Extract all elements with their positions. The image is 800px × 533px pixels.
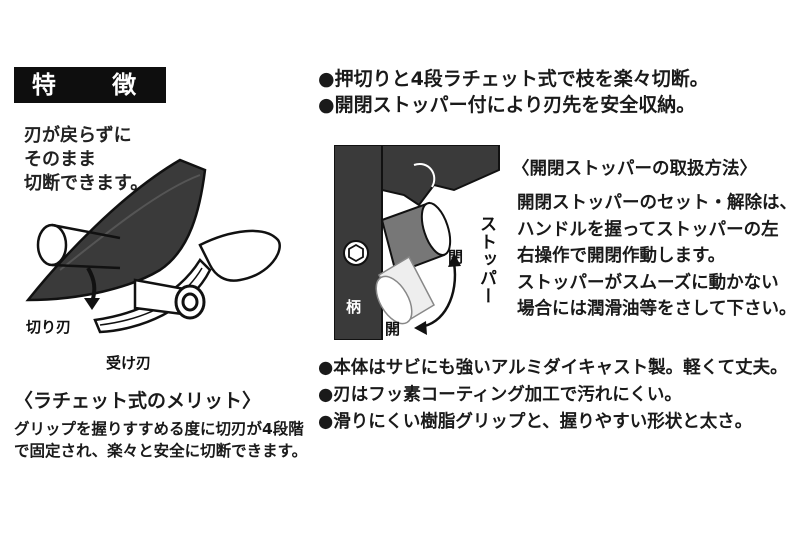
note-line: そのまま: [24, 149, 96, 170]
note-line: 切断できます。: [24, 173, 149, 194]
feature-item: ●刃はフッ素コーティング加工で汚れにくい。: [318, 385, 682, 405]
section-title: 特 徴: [14, 67, 166, 103]
feature-item: ●開閉ストッパー付により刃先を安全収納。: [318, 94, 696, 116]
blade-note: 刃が戻らずに そのまま 切断できます。: [24, 124, 148, 196]
stopper-title: 〈開閉ストッパーの取扱方法〉: [512, 159, 757, 179]
upper-handle: [198, 229, 281, 282]
open-label: 開: [385, 320, 401, 338]
instruction-line: ストッパーがスムーズに動かない: [517, 272, 779, 293]
pruner-illustration: [25, 158, 281, 334]
feature-item: ●押切りと4段ラチェット式で枝を楽々切断。: [318, 68, 709, 90]
instruction-line: 右操作で開閉作動します。: [517, 246, 726, 266]
feature-item: ●本体はサビにも強いアルミダイキャスト製。軽くて丈夫。: [318, 358, 788, 378]
desc-line: で固定され、楽々と安全に切断できます。: [14, 442, 308, 460]
desc-line: グリップを握りすすめる度に切刃が4段階: [14, 420, 304, 438]
stopper-illustration: [334, 145, 504, 340]
instruction-line: 場合には潤滑油等をさして下さい。: [517, 299, 797, 319]
handle-label: 柄: [346, 298, 362, 316]
receiving-blade: [93, 258, 212, 334]
receiving-blade-label: 受け刃: [106, 354, 152, 372]
ratchet-description: グリップを握りすすめる度に切刃が4段階 で固定され、楽々と安全に切断できます。: [14, 418, 307, 462]
ratchet-caption: 〈ラチェット式のメリット〉: [14, 390, 262, 412]
feature-item: ●滑りにくい樹脂グリップと、握りやすい形状と太さ。: [318, 412, 753, 432]
note-line: 刃が戻らずに: [24, 125, 132, 146]
stopper-label: ストッパー: [476, 215, 496, 305]
stopper-instructions: 開閉ストッパーのセット・解除は、 ハンドルを握ってストッパーの左 右操作で開閉作…: [517, 190, 797, 323]
cutting-blade-label: 切り刃: [26, 318, 72, 336]
close-label: 閉: [448, 248, 464, 266]
branch-end: [36, 223, 68, 267]
instruction-line: 開閉ストッパーのセット・解除は、: [517, 193, 797, 213]
features-top: ●押切りと4段ラチェット式で枝を楽々切断。 ●開閉ストッパー付により刃先を安全収…: [318, 66, 709, 118]
features-bottom: ●本体はサビにも強いアルミダイキャスト製。軽くて丈夫。 ●刃はフッ素コーティング…: [318, 355, 788, 436]
instruction-line: ハンドルを握ってストッパーの左: [517, 219, 779, 240]
